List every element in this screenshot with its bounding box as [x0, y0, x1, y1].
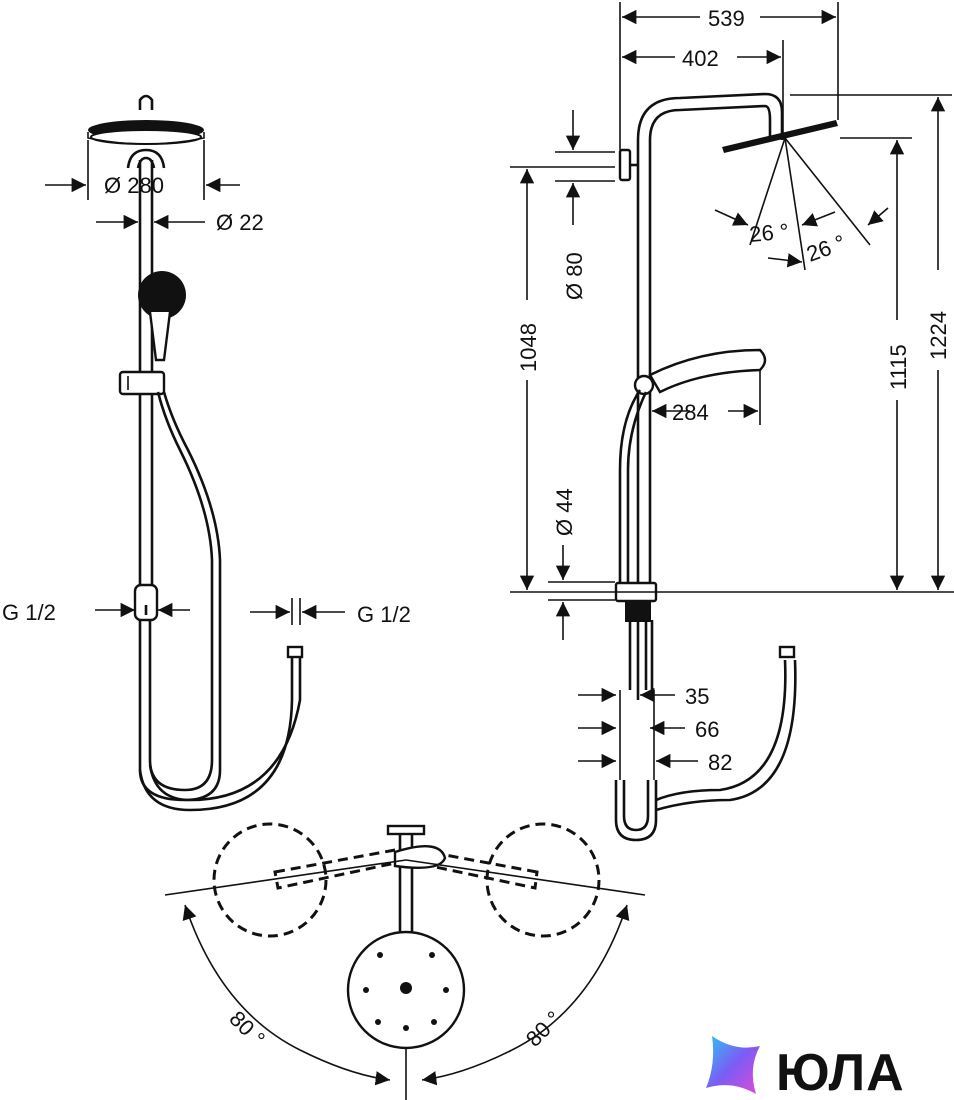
- brand-star-icon: [706, 1036, 760, 1094]
- dim-angle-1: 26 °: [748, 219, 789, 247]
- top-view: 80 ° 80 °: [164, 822, 646, 1100]
- dim-rotation-right: 80 °: [521, 1006, 567, 1052]
- dim-thread-left: G 1/2: [2, 600, 56, 625]
- dim-width-402: 402: [682, 46, 719, 71]
- front-view: Ø 280 Ø 22 G 1/2 G 1/2: [2, 94, 411, 812]
- dim-length-284: 284: [672, 400, 709, 425]
- dim-angle-2: 26 °: [803, 230, 849, 267]
- dim-height-1224: 1224: [926, 311, 951, 360]
- dim-diameter-44: Ø 44: [552, 488, 577, 536]
- brand-logo: ЮЛА: [706, 1036, 905, 1100]
- dim-thread-right: G 1/2: [357, 602, 411, 627]
- dim-height-1048: 1048: [516, 323, 541, 372]
- dim-diameter-80: Ø 80: [562, 252, 587, 300]
- dim-rotation-left: 80 °: [224, 1006, 270, 1052]
- dim-width-35: 35: [685, 684, 709, 709]
- dim-diameter-280: Ø 280: [104, 173, 164, 198]
- dim-width-82: 82: [708, 750, 732, 775]
- brand-name: ЮЛА: [776, 1044, 905, 1100]
- dim-width-539: 539: [708, 6, 745, 31]
- dim-height-1115: 1115: [886, 344, 911, 390]
- dim-diameter-22: Ø 22: [216, 210, 264, 235]
- dim-width-66: 66: [695, 717, 719, 742]
- side-view: 26 ° 26 ° 539 402: [510, 2, 954, 842]
